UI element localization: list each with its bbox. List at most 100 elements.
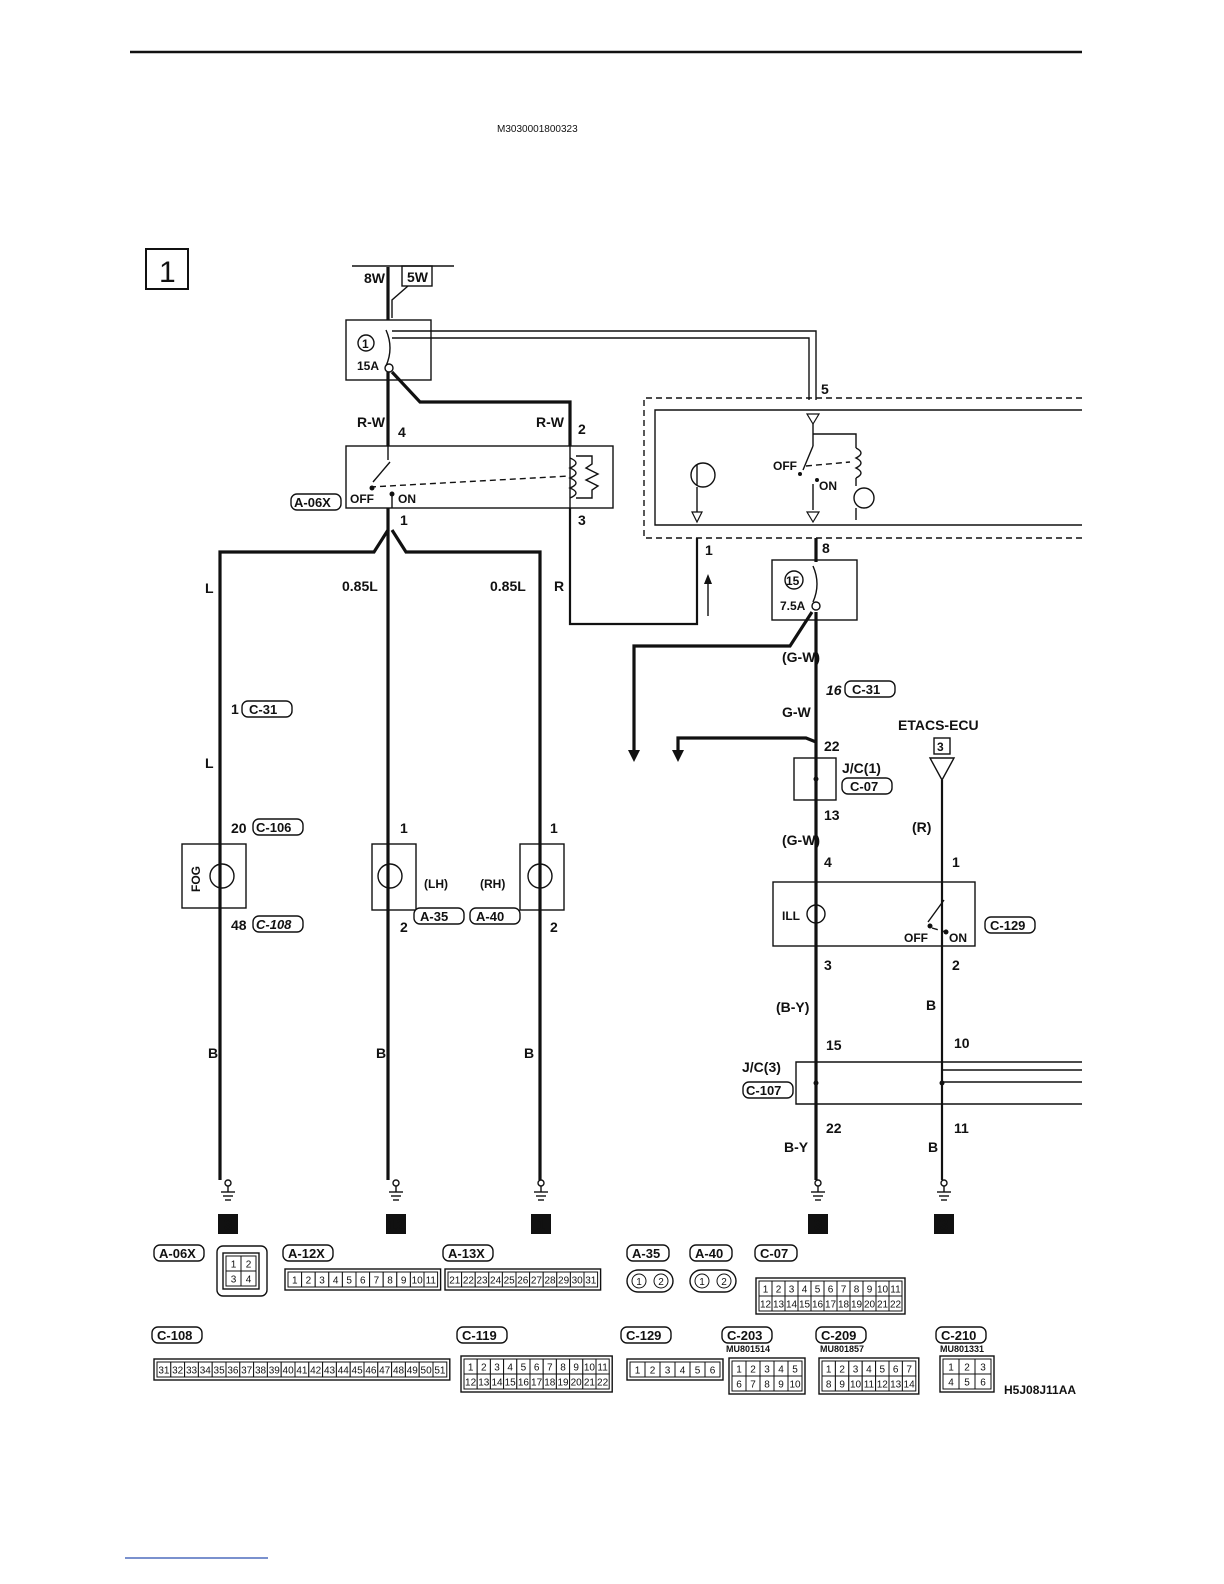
legend-pin: 5 <box>880 1365 886 1376</box>
legend-pin: 12 <box>760 1300 772 1311</box>
fuse15-outputs: (G-W) G-W (G-W) 16 C-31 <box>628 611 896 1180</box>
conn-c107: C-107 <box>742 1081 794 1099</box>
legend-part: MU801857 <box>820 1344 864 1354</box>
svg-text:B-Y: B-Y <box>784 1139 809 1155</box>
legend-pin: 10 <box>789 1380 801 1391</box>
legend-pin: 3 <box>764 1365 770 1376</box>
conn-c07: C-07 <box>841 777 893 795</box>
legend-pin: 2 <box>650 1366 656 1377</box>
diagram-code: H5J08J11AA <box>1004 1383 1076 1397</box>
legend-pin: 35 <box>214 1366 226 1377</box>
legend-pin: 11 <box>890 1285 901 1296</box>
legend-pin: 1 <box>736 1365 742 1376</box>
legend-pin: 3 <box>980 1363 986 1374</box>
legend-pin: 9 <box>839 1380 845 1391</box>
svg-text:22: 22 <box>826 1120 842 1136</box>
legend-pin: 14 <box>786 1300 798 1311</box>
legend-pin: 2 <box>246 1260 252 1271</box>
ground-label: 3 <box>940 1217 949 1234</box>
legend-pin: 40 <box>283 1366 295 1377</box>
legend-pin: 12 <box>877 1380 889 1391</box>
svg-text:ON: ON <box>949 931 967 945</box>
legend-pin: 7 <box>750 1380 756 1391</box>
svg-text:4: 4 <box>824 854 832 870</box>
svg-text:B: B <box>928 1139 938 1155</box>
legend-pin: 4 <box>333 1276 339 1287</box>
ground-4: 3 <box>808 1179 828 1234</box>
legend-pin: 10 <box>877 1285 889 1296</box>
legend-pin: 6 <box>736 1380 742 1391</box>
svg-text:(R): (R) <box>912 819 931 835</box>
legend-pin: 25 <box>504 1276 516 1287</box>
legend-part: MU801331 <box>940 1344 984 1354</box>
legend-pin: 4 <box>866 1365 872 1376</box>
svg-text:10: 10 <box>954 1035 970 1051</box>
legend-pin: 16 <box>518 1378 530 1389</box>
legend-pin: 1 <box>826 1365 832 1376</box>
legend-pin: 49 <box>407 1366 419 1377</box>
legend-pin: 39 <box>269 1366 281 1377</box>
svg-text:J/C(1): J/C(1) <box>842 760 881 776</box>
legend-pin: 1 <box>292 1276 298 1287</box>
legend-pin: 36 <box>227 1366 239 1377</box>
legend-conn-name: C-129 <box>626 1328 661 1343</box>
svg-text:11: 11 <box>954 1120 969 1136</box>
legend-pin: 6 <box>710 1366 716 1377</box>
conn-c108: C-108 <box>252 915 304 933</box>
legend-pin: 4 <box>680 1366 686 1377</box>
legend-pin: 5 <box>792 1365 798 1376</box>
legend-pin: 28 <box>544 1276 556 1287</box>
svg-text:J/C(3): J/C(3) <box>742 1059 781 1075</box>
legend-pin: 3 <box>853 1365 859 1376</box>
module-dashed: 5 OFF ON 1 8 <box>643 381 1082 558</box>
legend-conn-name: A-13X <box>448 1246 485 1261</box>
ground-1: 3 <box>218 1179 238 1234</box>
svg-text:15: 15 <box>826 1037 842 1053</box>
legend-pin: 1 <box>948 1363 954 1374</box>
legend-pin: 19 <box>851 1300 863 1311</box>
legend-conn-name: C-119 <box>462 1328 497 1343</box>
svg-text:B: B <box>524 1045 534 1061</box>
legend-pin: 4 <box>507 1363 513 1374</box>
legend-pin: 4 <box>802 1285 808 1296</box>
legend-conn-name: C-210 <box>941 1328 976 1343</box>
svg-text:G-W: G-W <box>782 704 812 720</box>
conn-a40: A-40 <box>469 907 521 925</box>
svg-text:A-40: A-40 <box>476 909 504 924</box>
svg-text:48: 48 <box>231 917 247 933</box>
page-marker: 1 <box>145 248 189 290</box>
junction-jc3: 15 10 J/C(3) C-107 22 11 B-Y B <box>742 1035 1082 1155</box>
etacs-ecu: ETACS-ECU 3 (R) <box>898 717 979 1180</box>
legend-conn-name: C-07 <box>760 1246 788 1261</box>
top-feed: 8W 5W <box>352 265 454 320</box>
legend-pin: 27 <box>531 1276 543 1287</box>
legend-pin: 22 <box>890 1300 902 1311</box>
svg-text:0.85L: 0.85L <box>342 578 378 594</box>
legend-pin: 15 <box>505 1378 517 1389</box>
legend-part: MU801514 <box>726 1344 770 1354</box>
legend-pin: 14 <box>904 1380 916 1391</box>
legend-pin: 3 <box>789 1285 795 1296</box>
svg-text:3: 3 <box>937 740 944 754</box>
svg-text:16: 16 <box>826 682 842 698</box>
legend-conn-name: C-108 <box>157 1328 192 1343</box>
conn-a06x: A-06X <box>290 493 342 511</box>
ground-label: 3 <box>814 1217 823 1234</box>
legend-pin: 6 <box>980 1378 986 1389</box>
legend-pin: 3 <box>494 1363 500 1374</box>
legend-pin: 32 <box>172 1366 184 1377</box>
legend-pin: 10 <box>850 1380 862 1391</box>
legend-pin: 10 <box>412 1276 424 1287</box>
svg-text:R-W: R-W <box>357 414 386 430</box>
legend-pin: 8 <box>387 1276 393 1287</box>
svg-text:B: B <box>376 1045 386 1061</box>
conn-c106: C-106 <box>252 818 304 836</box>
junction-jc1: 22 J/C(1) C-07 13 <box>793 738 893 823</box>
svg-text:C-108: C-108 <box>256 917 292 932</box>
legend-pin: 15 <box>799 1300 811 1311</box>
svg-text:2: 2 <box>578 421 586 437</box>
